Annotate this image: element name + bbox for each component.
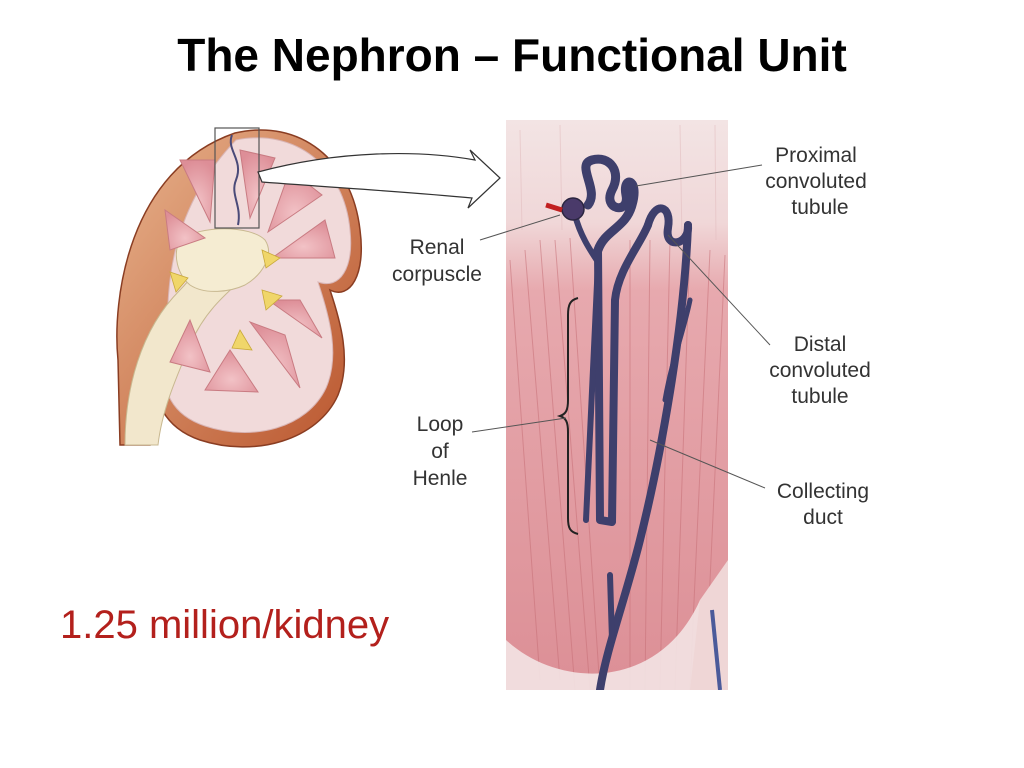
- svg-text:Collecting: Collecting: [777, 480, 869, 503]
- svg-text:corpuscle: corpuscle: [392, 263, 482, 286]
- svg-text:Loop: Loop: [417, 413, 464, 436]
- svg-text:Henle: Henle: [413, 467, 468, 490]
- svg-text:Renal: Renal: [410, 236, 465, 259]
- label-proximal: Proximal convoluted tubule: [765, 144, 867, 219]
- nephron-count-text: 1.25 million/kidney: [60, 603, 389, 648]
- svg-text:duct: duct: [803, 506, 843, 529]
- svg-text:tubule: tubule: [791, 385, 848, 408]
- svg-text:Distal: Distal: [794, 333, 847, 356]
- svg-text:convoluted: convoluted: [769, 359, 871, 382]
- label-renal-corpuscle: Renal corpuscle: [392, 236, 482, 286]
- svg-text:tubule: tubule: [791, 196, 848, 219]
- svg-text:convoluted: convoluted: [765, 170, 867, 193]
- label-loop-of-henle: Loop of Henle: [413, 413, 468, 490]
- svg-text:Proximal: Proximal: [775, 144, 857, 167]
- label-collecting-duct: Collecting duct: [777, 480, 869, 529]
- svg-text:of: of: [431, 440, 449, 463]
- glomerulus: [562, 198, 584, 220]
- label-distal: Distal convoluted tubule: [769, 333, 871, 408]
- tissue-section: [506, 120, 728, 690]
